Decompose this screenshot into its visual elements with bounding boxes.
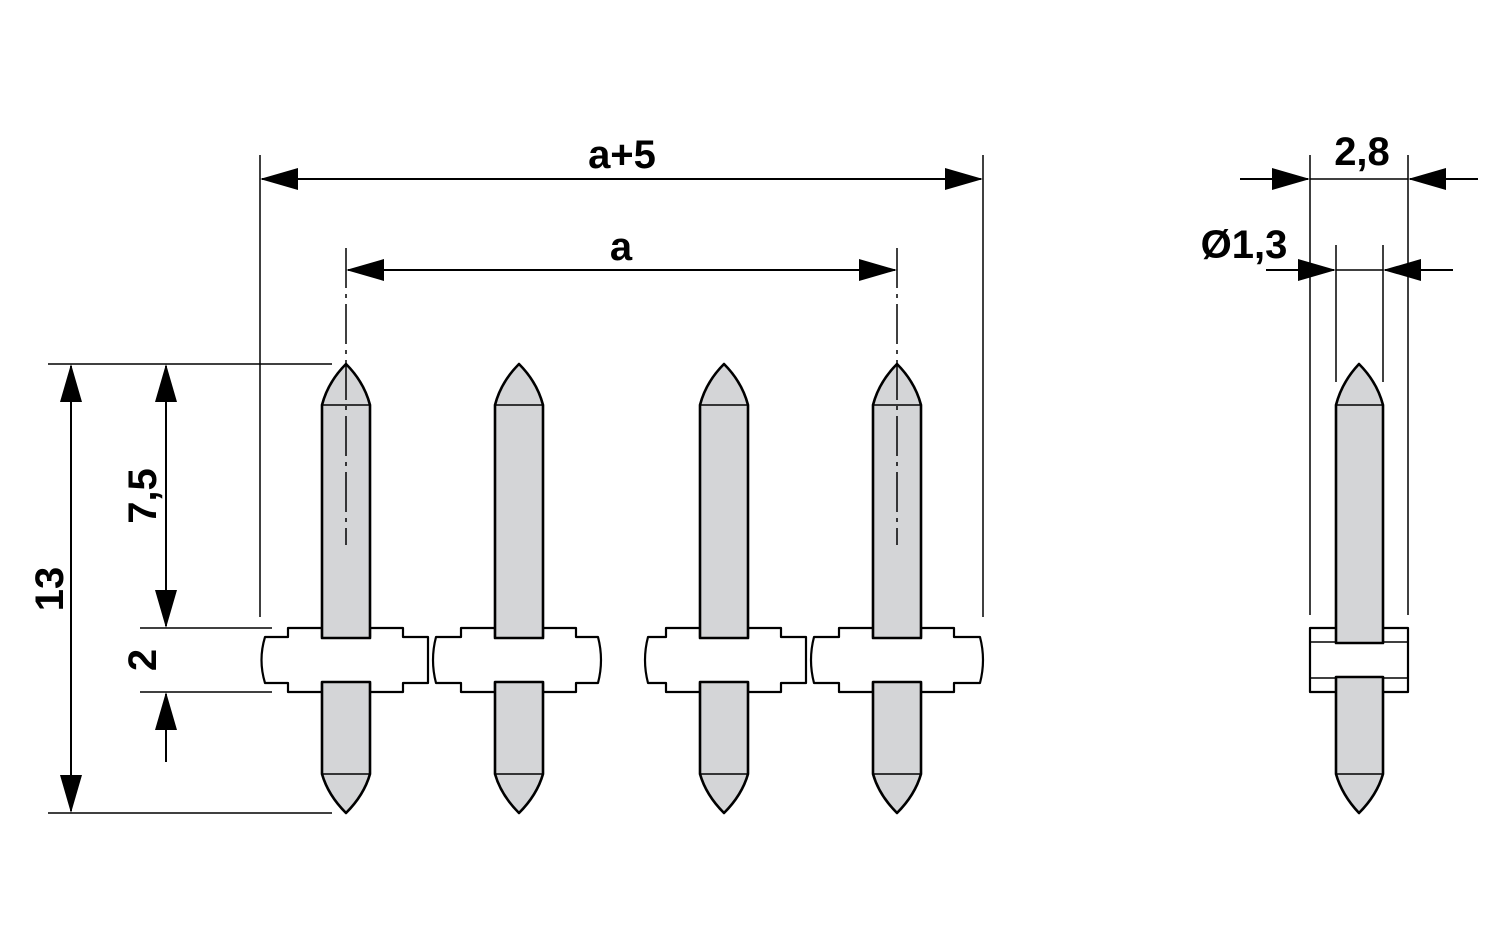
pitch-span-label: a <box>610 225 633 269</box>
body-segment-2 <box>431 626 603 694</box>
pin-diameter-label: Ø1,3 <box>1201 223 1288 267</box>
pin-2-upper <box>493 362 545 640</box>
dimension-body-height: 2 <box>121 649 177 762</box>
pin-3-upper <box>698 362 750 640</box>
body-depth-label: 2,8 <box>1334 130 1390 174</box>
pin-1-lower <box>320 680 372 815</box>
dimension-pitch-span: a <box>346 225 897 281</box>
pin-3-lower <box>698 680 750 815</box>
dimension-overall-length: a+5 <box>260 133 983 190</box>
body-height-label: 2 <box>121 649 165 671</box>
side-pin-lower <box>1334 675 1385 815</box>
body-segment-4 <box>809 626 985 694</box>
dimension-pin-diameter: Ø1,3 <box>1201 223 1453 281</box>
header-body <box>260 626 985 694</box>
upper-pin-length-label: 7,5 <box>121 468 165 524</box>
pins-upper <box>320 362 923 640</box>
side-pin-upper <box>1334 362 1385 645</box>
total-height-label: 13 <box>28 567 72 612</box>
pin-4-lower <box>871 680 923 815</box>
side-view: 2,8 Ø1,3 <box>1201 130 1478 815</box>
pin-2-lower <box>493 680 545 815</box>
front-view: a+5 a 13 7,5 2 <box>28 133 985 815</box>
dimension-total-height: 13 <box>28 364 82 813</box>
dimension-body-depth: 2,8 <box>1240 130 1478 190</box>
dimension-upper-pin-length: 7,5 <box>121 364 177 628</box>
pins-lower <box>320 680 923 815</box>
overall-length-label: a+5 <box>588 133 656 177</box>
